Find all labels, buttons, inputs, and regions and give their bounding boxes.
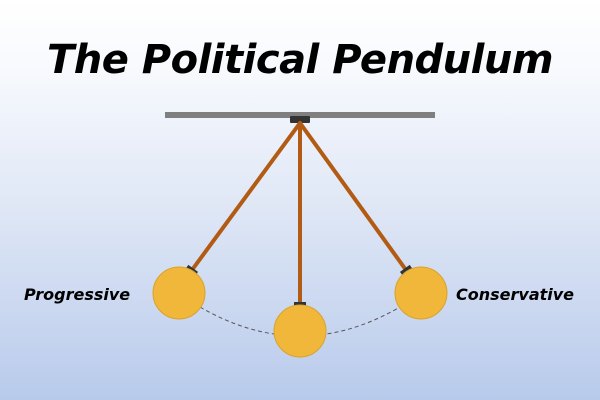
progressive-label: Progressive: [24, 285, 131, 304]
pivot: [290, 116, 310, 123]
connector-center: [294, 302, 306, 306]
bob-center: [273, 304, 327, 358]
conservative-label: Conservative: [456, 285, 575, 304]
rod-left: [190, 121, 302, 272]
rod-right: [298, 121, 408, 272]
bob-left: [152, 266, 206, 320]
connector-right: [399, 264, 413, 276]
bob-right: [394, 266, 448, 320]
support-bar: [165, 112, 435, 118]
diagram-title: The Political Pendulum: [46, 37, 554, 83]
